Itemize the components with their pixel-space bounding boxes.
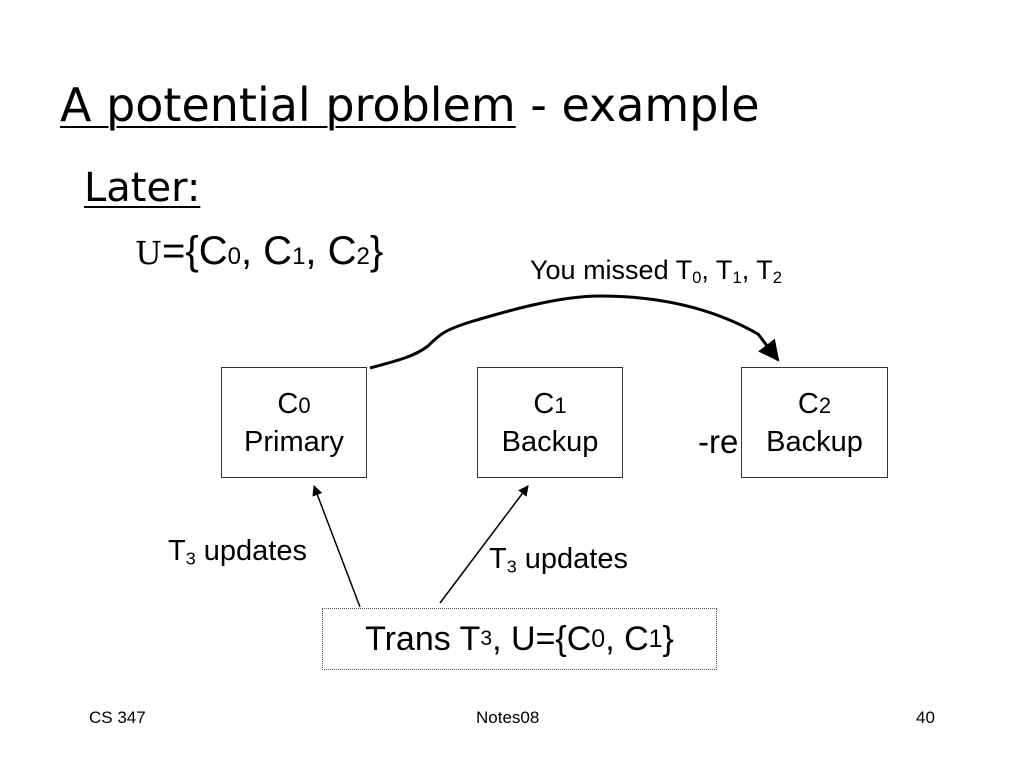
- updates-left-prefix: T: [168, 535, 186, 567]
- slide-title-underlined: A potential problem: [60, 78, 516, 132]
- u-set-prefix: ={C: [161, 229, 228, 273]
- updates-label-left: T3 updates: [168, 533, 307, 569]
- hidden-text-start: -re: [698, 423, 739, 460]
- node-c2-sub: 2: [818, 392, 832, 418]
- trans-prefix: Trans T: [365, 619, 481, 658]
- node-c2-role: Backup: [766, 425, 863, 458]
- updates-left-suffix: updates: [195, 535, 307, 567]
- u-symbol: U: [135, 234, 162, 272]
- slide-title-rest: - example: [515, 78, 760, 132]
- updates-right-suffix: updates: [516, 543, 628, 575]
- u-set-c0-sub: 0: [227, 243, 241, 270]
- node-c0-name: C0: [277, 386, 310, 424]
- node-c1-name: C1: [533, 386, 566, 424]
- trans-mid: , U={C: [492, 619, 592, 658]
- updates-right-prefix: T: [489, 543, 507, 575]
- footer-page-number: 40: [916, 708, 935, 727]
- node-c2-name: C2: [798, 386, 831, 424]
- missed-curve-arrow: [369, 294, 780, 370]
- missed-sub-0: 0: [692, 268, 702, 288]
- u-set-expression: U={C0, C1, C2}: [135, 225, 383, 283]
- trans-c1-sub: 1: [648, 624, 663, 653]
- missed-sub-1: 1: [732, 268, 742, 288]
- trans-sep: , C: [605, 619, 649, 658]
- update-arrow-c0: [312, 485, 361, 608]
- node-c2-backup: C2 Backup: [741, 367, 888, 478]
- node-c0-primary: C0 Primary: [221, 367, 367, 478]
- u-set-c2-sub: 2: [356, 243, 370, 270]
- node-c0-role: Primary: [244, 425, 344, 458]
- node-c1-letter: C: [533, 387, 555, 420]
- missed-label: You missed T0, T1, T2: [530, 252, 782, 288]
- node-c0-letter: C: [277, 387, 299, 420]
- updates-right-sub: 3: [506, 556, 517, 577]
- missed-sub-2: 2: [772, 268, 783, 288]
- node-c1-sub: 1: [554, 392, 567, 418]
- update-arrow-c1: [439, 485, 529, 604]
- node-c1-role: Backup: [501, 425, 599, 458]
- u-set-sep2: , C: [305, 229, 357, 273]
- missed-mid-2: , T: [741, 255, 773, 285]
- updates-left-sub: 3: [185, 548, 196, 569]
- u-set-c1-sub: 1: [292, 243, 306, 270]
- node-c0-sub: 0: [298, 392, 311, 418]
- u-set-sep1: , C: [240, 229, 293, 273]
- slide-title: A potential problem - example: [60, 76, 760, 134]
- missed-prefix: You missed T: [530, 255, 693, 285]
- updates-label-right: T3 updates: [489, 541, 628, 577]
- missed-mid-1: , T: [701, 255, 733, 285]
- trans-suffix: }: [662, 619, 674, 658]
- u-set-suffix: }: [369, 229, 384, 273]
- subtitle-later: Later:: [84, 165, 201, 211]
- trans-c0-sub: 0: [591, 624, 606, 653]
- node-c2-letter: C: [797, 387, 819, 420]
- node-c1-backup: C1 Backup: [477, 367, 623, 478]
- footer-course: CS 347: [89, 708, 146, 727]
- footer-notes: Notes08: [476, 708, 540, 727]
